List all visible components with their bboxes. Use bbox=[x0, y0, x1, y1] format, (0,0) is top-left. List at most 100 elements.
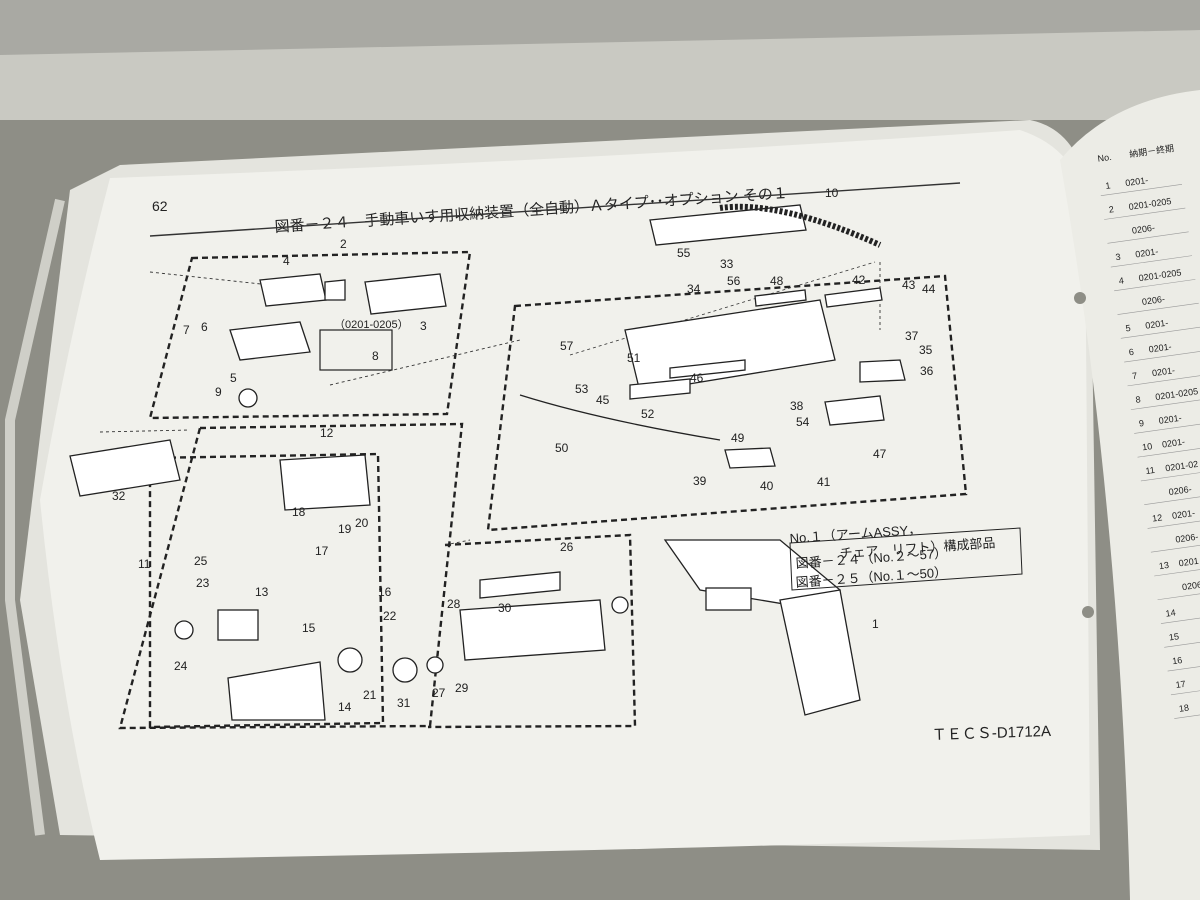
part-number-1: 1 bbox=[872, 617, 879, 631]
right-table-row-period: 0206- bbox=[1131, 223, 1155, 236]
title-underline bbox=[149, 182, 961, 237]
right-table-row-rule bbox=[1114, 279, 1196, 292]
right-table-row-no: 18 bbox=[1178, 703, 1189, 714]
right-table-row-rule bbox=[1134, 421, 1200, 434]
right-table-row-rule bbox=[1120, 326, 1200, 339]
part-number-20: 20 bbox=[355, 516, 369, 530]
part-number-55: 55 bbox=[677, 246, 691, 260]
right-table-row-no: 4 bbox=[1118, 275, 1124, 286]
part-number-45: 45 bbox=[596, 393, 610, 407]
page-number: 62 bbox=[152, 198, 168, 214]
part-number-18: 18 bbox=[292, 505, 306, 519]
part-number-43: 43 bbox=[902, 278, 916, 292]
right-table-header-cell: No. bbox=[1097, 152, 1112, 164]
right-table-row-no: 11 bbox=[1145, 465, 1156, 476]
right-table-row-period: 0201- bbox=[1125, 175, 1149, 188]
part-number-5: 5 bbox=[230, 371, 237, 385]
part-36 bbox=[859, 359, 906, 383]
doc-code: ＴＥＣＳ-D1712A bbox=[932, 723, 1052, 744]
part-number-39: 39 bbox=[693, 474, 707, 488]
part-number-17: 17 bbox=[315, 544, 329, 558]
part-number-14: 14 bbox=[338, 700, 352, 714]
part-40 bbox=[724, 447, 776, 469]
right-table-row-rule bbox=[1154, 564, 1200, 577]
right-table-row-rule bbox=[1127, 374, 1200, 387]
part-spring-45 bbox=[629, 378, 691, 400]
part-lift-1 bbox=[779, 589, 861, 716]
part-number-24: 24 bbox=[174, 659, 188, 673]
part-number-3: 3 bbox=[420, 319, 427, 333]
part-gear-31 bbox=[392, 657, 418, 683]
group-box-26 bbox=[427, 533, 637, 729]
part-number-42: 42 bbox=[852, 273, 866, 287]
right-table-row-rule bbox=[1124, 350, 1200, 363]
right-table-row-no: 3 bbox=[1115, 252, 1121, 263]
part-number-44: 44 bbox=[922, 282, 936, 296]
right-table-row-rule bbox=[1157, 588, 1200, 601]
group-box-2 bbox=[148, 250, 472, 420]
part-harness-50 bbox=[519, 394, 721, 441]
part-number-50: 50 bbox=[555, 441, 569, 455]
part-number-10: 10 bbox=[825, 186, 839, 200]
leader-lines bbox=[99, 261, 881, 546]
subgroup-label: （0201-0205） bbox=[334, 318, 409, 331]
right-table-row-period: 0206- bbox=[1175, 532, 1199, 545]
right-table-row-period: 0201- bbox=[1171, 508, 1195, 521]
part-frame-26 bbox=[459, 599, 606, 661]
part-48 bbox=[754, 289, 807, 307]
part-number-15: 15 bbox=[302, 621, 316, 635]
right-table-row-rule bbox=[1117, 302, 1199, 315]
part-cover-3 bbox=[364, 273, 447, 315]
right-table-row-period: 0201- bbox=[1158, 413, 1182, 426]
part-number-48: 48 bbox=[770, 274, 784, 288]
part-number-7: 7 bbox=[183, 323, 190, 337]
right-table-row-rule bbox=[1110, 255, 1193, 268]
part-number-41: 41 bbox=[817, 475, 831, 489]
page-stack-edge bbox=[5, 198, 65, 836]
part-number-11: 11 bbox=[138, 557, 151, 571]
right-table-row-rule bbox=[1130, 397, 1200, 410]
right-table-row-rule bbox=[1107, 231, 1189, 244]
part-bushing-29 bbox=[611, 596, 629, 614]
right-table-row-period: 0201- bbox=[1135, 246, 1159, 259]
right-table-row-rule bbox=[1160, 611, 1200, 624]
part-gear-9 bbox=[238, 388, 258, 408]
part-motor-4 bbox=[259, 273, 327, 307]
part-number-23: 23 bbox=[196, 576, 210, 590]
right-table-row-period: 0201- bbox=[1161, 436, 1185, 449]
right-table-row-rule bbox=[1100, 184, 1183, 197]
right-table-row-no: 16 bbox=[1172, 655, 1183, 666]
right-table-row-period: 0201 bbox=[1178, 556, 1199, 569]
part-number-2: 2 bbox=[340, 237, 347, 251]
right-table-row-rule bbox=[1144, 492, 1200, 505]
part-number-56: 56 bbox=[727, 274, 741, 288]
part-number-47: 47 bbox=[873, 447, 887, 461]
part-number-4: 4 bbox=[283, 254, 290, 268]
part-number-27: 27 bbox=[432, 686, 446, 700]
left-page bbox=[40, 130, 1090, 860]
part-number-26: 26 bbox=[560, 540, 574, 554]
part-46 bbox=[669, 359, 746, 379]
part-number-30: 30 bbox=[498, 601, 512, 615]
part-number-37: 37 bbox=[905, 329, 919, 343]
part-number-31: 31 bbox=[397, 696, 411, 710]
right-table-row-no: 12 bbox=[1152, 512, 1163, 523]
part-gear-14 bbox=[337, 647, 363, 673]
right-table-row-no: 7 bbox=[1132, 370, 1138, 381]
right-table-row-no: 15 bbox=[1168, 631, 1179, 642]
right-table-row-period: 0206- bbox=[1141, 294, 1165, 307]
part-ring-24 bbox=[174, 620, 194, 640]
right-table-row-period: 0201- bbox=[1151, 365, 1175, 378]
right-table-row-rule bbox=[1104, 207, 1186, 220]
right-table-row-no: 9 bbox=[1138, 418, 1144, 429]
part-number-6: 6 bbox=[201, 320, 208, 334]
part-number-33: 33 bbox=[720, 257, 734, 271]
part-number-38: 38 bbox=[790, 399, 804, 413]
part-drawings bbox=[69, 203, 906, 721]
right-table-row-period: 0201- bbox=[1145, 318, 1169, 331]
right-table-row-rule bbox=[1167, 659, 1200, 672]
right-table-row-no: 17 bbox=[1175, 679, 1186, 690]
right-table-row-period: 0201-02 bbox=[1165, 459, 1199, 473]
